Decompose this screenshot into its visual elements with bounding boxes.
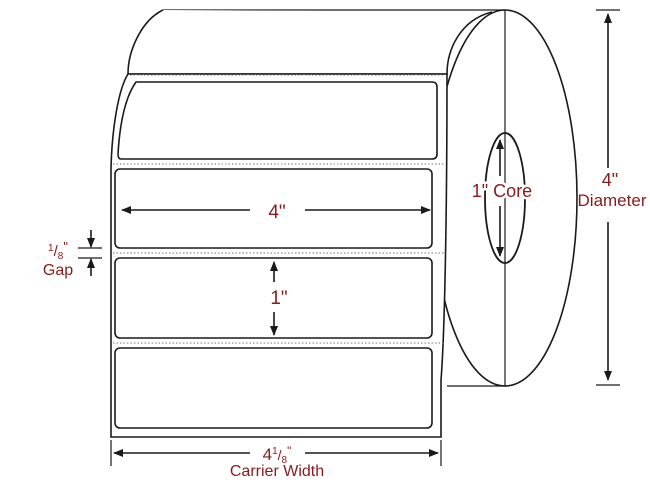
carrier-word: Carrier Width [230, 463, 324, 480]
gap-denominator: 8 [58, 251, 64, 262]
gap-word: Gap [43, 262, 73, 279]
gap-numerator: 1 [48, 243, 54, 254]
label-4 [114, 347, 433, 429]
core-text: 1" Core [472, 181, 532, 201]
gap-dimension: 1/8" Gap [43, 230, 102, 279]
core-dimension: 1" Core [469, 139, 535, 257]
label-height-dimension: 1" [270, 261, 288, 336]
diameter-dimension: 4" Diameter [578, 9, 647, 386]
carrier-numerator: 1 [272, 446, 278, 457]
carrier-denominator: 8 [282, 455, 288, 466]
carrier-whole: 4 [263, 445, 272, 464]
diameter-value: 4" [602, 170, 618, 190]
carrier-width-dimension: 41/8" Carrier Width [110, 440, 442, 480]
label-2 [114, 168, 433, 249]
svg-text:1/8": 1/8" [48, 239, 68, 262]
label-height-text: 1" [270, 288, 287, 309]
diameter-word: Diameter [578, 191, 647, 210]
label-3 [114, 257, 433, 339]
label-width-text: 4" [268, 202, 285, 223]
label-top-curved [117, 81, 438, 160]
label-width-dimension: 4" [121, 202, 431, 223]
label-strips [113, 74, 445, 429]
svg-text:41/8": 41/8" [263, 444, 292, 466]
carrier-liner [110, 73, 448, 438]
